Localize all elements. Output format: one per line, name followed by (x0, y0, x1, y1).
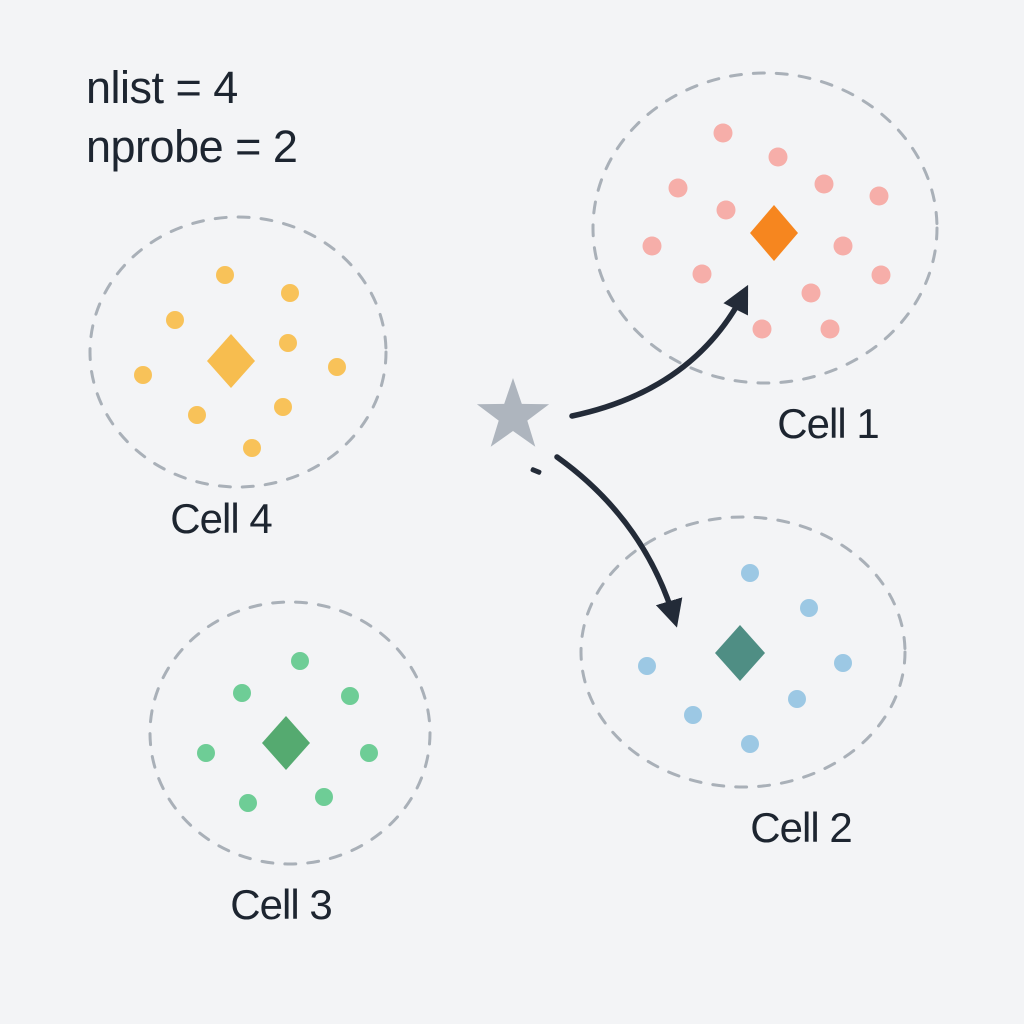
cell-2-vector-dot (638, 657, 656, 675)
cell-3-vector-dot (233, 684, 251, 702)
cell-1-vector-dot (833, 236, 853, 256)
cell-2-boundary (579, 515, 907, 789)
cell-3-vector-dot (291, 652, 309, 670)
cell-1-vector-dot (768, 147, 788, 167)
cell-2-centroid-diamond (715, 625, 765, 681)
cell-4-vector-dot (243, 439, 261, 457)
cell-4-boundary (88, 215, 388, 489)
cell-1-vector-dot (869, 186, 889, 206)
cell-3-vector-dot (315, 788, 333, 806)
cell-4-vector-dot (279, 334, 297, 352)
cell-4-vector-dot (134, 366, 152, 384)
cell-4-vector-dot (216, 266, 234, 284)
cell-4-vector-dot (166, 311, 184, 329)
cell-4-vector-dot (274, 398, 292, 416)
cell-4-vector-dot (281, 284, 299, 302)
cell-1-vector-dot (668, 178, 688, 198)
cell-2-vector-dot (788, 690, 806, 708)
cell-3-centroid-diamond (262, 716, 310, 770)
cell-2-vector-dot (684, 706, 702, 724)
cell-4-centroid-diamond (207, 334, 255, 388)
cell-2-vector-dot (741, 735, 759, 753)
cell-1-vector-dot (752, 319, 772, 339)
cell-3-vector-dot (239, 794, 257, 812)
parameters-block: nlist = 4 nprobe = 2 (86, 58, 298, 176)
cell-4-vector-dot (328, 358, 346, 376)
nprobe-parameter: nprobe = 2 (86, 121, 298, 172)
cell-2-label: Cell 2 (750, 804, 852, 851)
cell-4-label: Cell 4 (170, 495, 272, 542)
query-tick-mark (530, 467, 542, 475)
cell-4-vector-dot (188, 406, 206, 424)
cell-1-vector-dot (820, 319, 840, 339)
cell-3-vector-dot (360, 744, 378, 762)
cell-1-boundary (591, 71, 939, 385)
nlist-parameter: nlist = 4 (86, 62, 238, 113)
cell-1-vector-dot (716, 200, 736, 220)
cell-3-vector-dot (197, 744, 215, 762)
cell-1-vector-dot (814, 174, 834, 194)
cell-1-vector-dot (713, 123, 733, 143)
cell-1-centroid-diamond (750, 205, 798, 261)
query-star-icon (476, 378, 550, 447)
cell-1-vector-dot (871, 265, 891, 285)
cell-1-vector-dot (692, 264, 712, 284)
cell-3-vector-dot (341, 687, 359, 705)
cell-1-vector-dot (801, 283, 821, 303)
arrow-to-cell-2 (554, 454, 683, 628)
cell-1-label: Cell 1 (777, 400, 879, 447)
cell-1-vector-dot (642, 236, 662, 256)
cell-2-vector-dot (834, 654, 852, 672)
cell-2-vector-dot (800, 599, 818, 617)
cell-2-vector-dot (741, 564, 759, 582)
arrow-to-cell-1 (569, 284, 749, 419)
cell-3-label: Cell 3 (230, 881, 332, 928)
cell-3-boundary (148, 600, 432, 866)
